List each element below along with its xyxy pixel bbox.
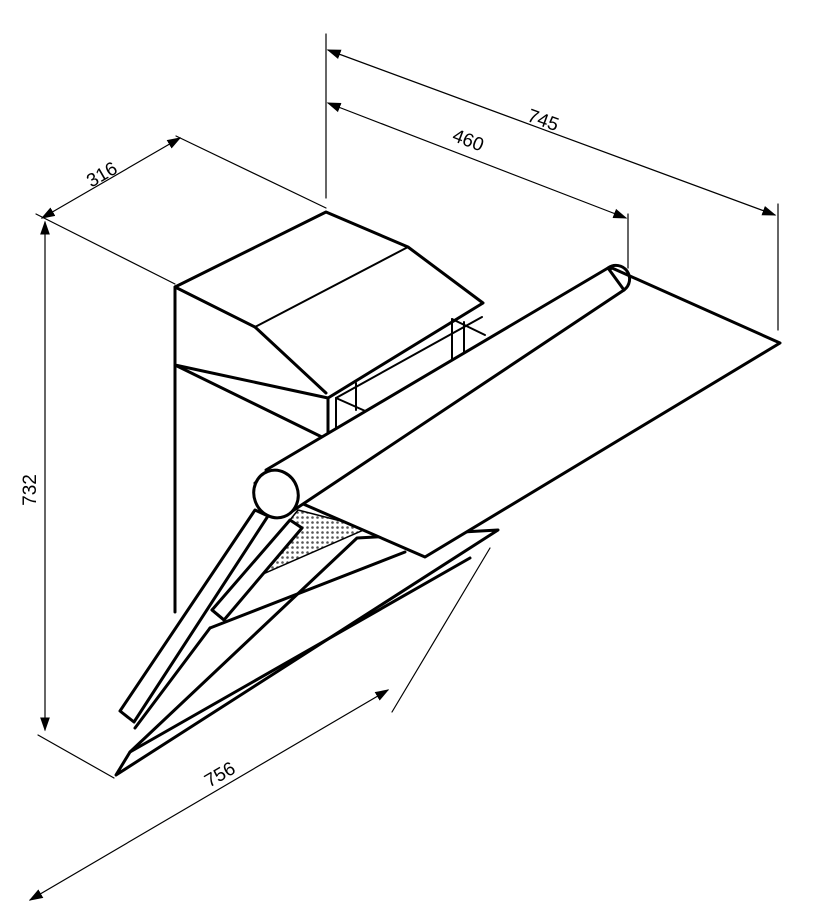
- dimension-chimney-depth: 460: [326, 102, 628, 219]
- dimension-label-732: 732: [20, 474, 41, 506]
- hood-body: [114, 210, 782, 777]
- chimney-box: [173, 210, 485, 442]
- dimension-chimney-width: 316: [40, 137, 182, 219]
- wall-column: [173, 363, 330, 614]
- dimension-label-316: 316: [83, 158, 121, 192]
- dimension-height: 732: [20, 220, 50, 732]
- dimension-overall-depth: 745: [326, 49, 777, 216]
- dimension-label-756: 756: [201, 758, 239, 792]
- roller-rod: [252, 263, 632, 520]
- dimension-width: 756: [28, 689, 390, 901]
- dimension-label-745: 745: [524, 106, 561, 137]
